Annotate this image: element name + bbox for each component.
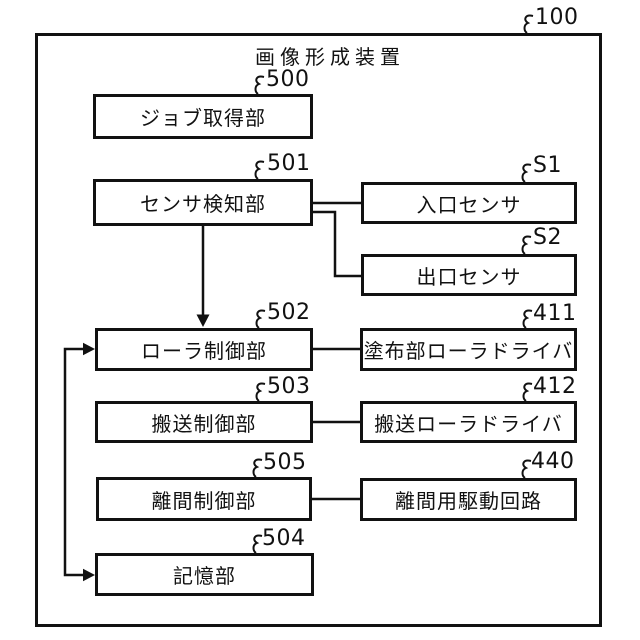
ref-label-s1: S1 — [533, 153, 562, 178]
block-conveyance-control: 搬送制御部 — [95, 401, 313, 443]
block-conveyance-roller-driver: 搬送ローラドライバ — [360, 401, 577, 443]
block-sensor-detection: センサ検知部 — [93, 179, 313, 226]
block-conveyance-roller-driver-label: 搬送ローラドライバ — [374, 411, 563, 436]
block-exit-sensor: 出口センサ — [361, 254, 577, 296]
block-coating-roller-driver-label: 塗布部ローラドライバ — [363, 339, 574, 363]
block-conveyance-control-label: 搬送制御部 — [151, 411, 257, 436]
block-job-acquisition-label: ジョブ取得部 — [140, 106, 266, 130]
block-storage-label: 記憶部 — [173, 564, 236, 588]
block-separation-control: 離間制御部 — [96, 477, 312, 521]
ref-label-411: 411 — [533, 301, 577, 326]
block-job-acquisition: ジョブ取得部 — [93, 94, 313, 139]
block-coating-roller-driver: 塗布部ローラドライバ — [360, 328, 577, 371]
block-sensor-detection-label: センサ検知部 — [140, 192, 266, 216]
block-roller-control-label: ローラ制御部 — [141, 339, 267, 363]
block-separation-drive-circuit: 離間用駆動回路 — [360, 478, 577, 521]
ref-label-505: 505 — [263, 450, 307, 475]
ref-label-412: 412 — [533, 374, 577, 399]
leader-100 — [523, 14, 534, 34]
ref-label-503: 503 — [267, 374, 311, 399]
ref-label-s2: S2 — [533, 225, 562, 250]
block-storage: 記憶部 — [95, 553, 314, 596]
ref-label-440: 440 — [531, 449, 575, 474]
ref-label-502: 502 — [267, 300, 311, 325]
ref-label-501: 501 — [267, 151, 311, 176]
block-exit-sensor-label: 出口センサ — [416, 264, 522, 289]
ref-label-500: 500 — [266, 67, 310, 92]
ref-label-100: 100 — [535, 5, 579, 30]
diagram-title: 画像形成装置 — [255, 45, 405, 69]
block-separation-control-label: 離間制御部 — [151, 488, 257, 513]
block-separation-drive-circuit-label: 離間用駆動回路 — [395, 489, 542, 513]
device-frame — [35, 33, 602, 627]
block-entrance-sensor: 入口センサ — [361, 182, 577, 224]
block-entrance-sensor-label: 入口センサ — [416, 192, 522, 217]
ref-label-504: 504 — [262, 526, 306, 551]
block-roller-control: ローラ制御部 — [95, 328, 313, 371]
